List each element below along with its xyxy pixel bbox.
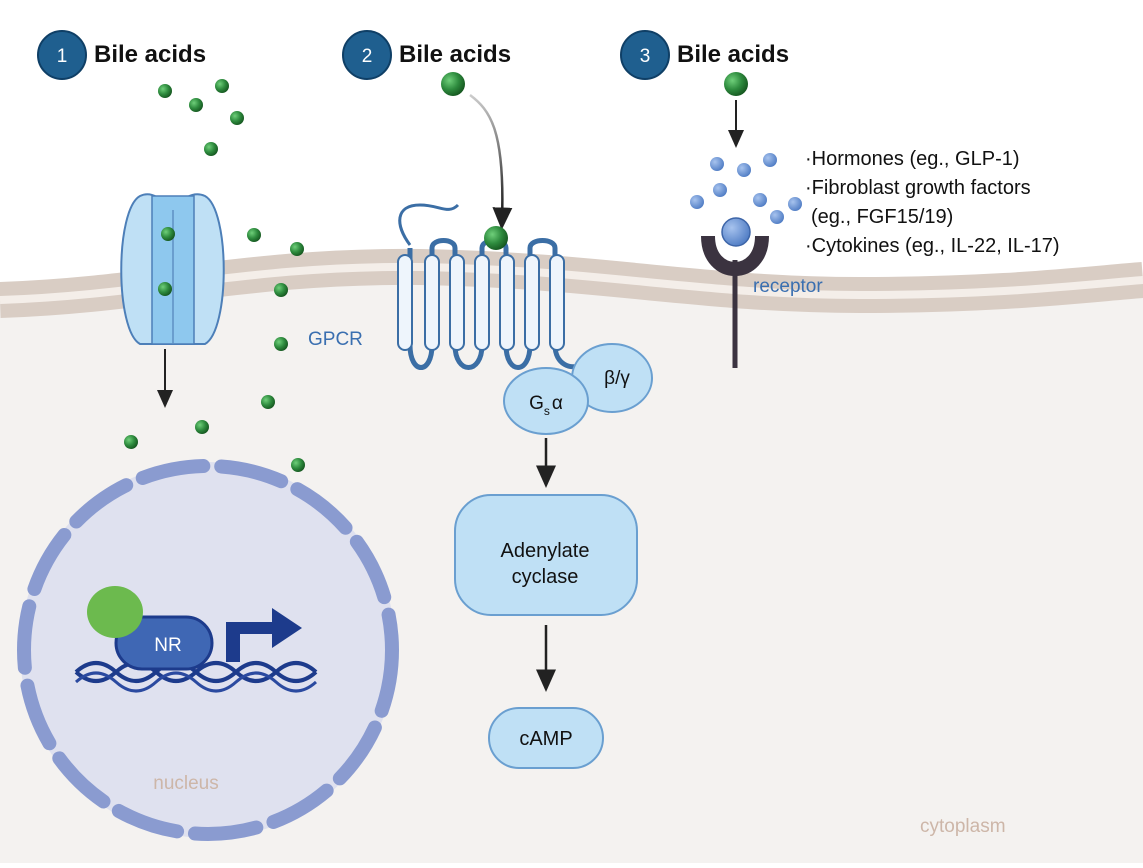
camp-label: cAMP [519,728,572,750]
step-badge-1 [37,30,87,80]
bile-acid-molecule [247,228,261,242]
g-protein-beta-gamma: β/γ [571,343,653,413]
secreted-factor-cluster [690,153,802,224]
bile-acid-molecule [291,458,305,472]
bile-acid-molecule [274,337,288,351]
transcription-arrow-icon [226,608,302,662]
pathway-title-2: Bile acids [399,41,511,68]
step-number-2: 2 [362,46,373,67]
factor-molecule [713,183,727,197]
receptor-ligand [721,217,751,247]
bile-acid-molecule [124,435,138,449]
bile-acid-molecule [261,395,275,409]
pathway-header-2: 2 Bile acids [342,30,511,80]
gs-main: G [529,393,544,414]
pathway-title-1: Bile acids [94,41,206,68]
beta-gamma-label: β/γ [604,368,630,389]
camp: cAMP [488,707,604,769]
adenylate-label-line2: cyclase [512,566,579,588]
factor-molecule [710,157,724,171]
bound-bile-acid [87,586,143,638]
nuclear-receptor [114,615,214,671]
factor-molecule [753,193,767,207]
factor-molecule [737,163,751,177]
bile-acid-molecule [158,84,172,98]
bile-acid-molecule [204,142,218,156]
step-badge-3 [620,30,670,80]
factor-list-line: (eg., FGF15/19) [811,206,953,228]
dna-helix [74,661,318,693]
pathway-title-3: Bile acids [677,41,789,68]
bile-acid-cluster [124,79,305,472]
bile-acid-molecule [158,282,172,296]
bile-acid-molecule [484,226,508,250]
step-number-1: 1 [57,46,68,67]
step-number-3: 3 [640,46,651,67]
gpcr-receptor [397,203,582,370]
bile-acid-molecule [274,283,288,297]
receptor-label: receptor [753,276,823,297]
bile-acid-molecule [290,242,304,256]
bile-acid-molecule [441,72,465,96]
gs-subscript: s [544,404,550,418]
bile-acid-molecule [230,111,244,125]
factor-list-line: ·Cytokines (eg., IL-22, IL-17) [805,235,1060,257]
factor-list-line: ·Fibroblast growth factors [805,177,1031,199]
gpcr-label: GPCR [308,329,363,350]
nuclear-receptor-label: NR [154,635,181,656]
factor-molecule [763,153,777,167]
factor-molecule [788,197,802,211]
nucleus: nucleus NR [17,459,399,841]
bile-acid-molecule [195,420,209,434]
arrow-bile-acid-to-gpcr [469,94,513,230]
adenylate-label-line1: Adenylate [501,540,590,562]
factor-molecule [690,195,704,209]
factor-list-line: ·Hormones (eg., GLP-1) [805,148,1020,170]
bile-acid-molecule [189,98,203,112]
adenylate-cyclase: Adenylate cyclase [454,494,638,616]
pathway-header-3: 3 Bile acids [620,30,789,80]
step-badge-2 [342,30,392,80]
bile-acid-molecule [724,72,748,96]
membrane-receptor [701,217,769,368]
cytoplasm-label: cytoplasm [920,816,1006,837]
nucleus-label: nucleus [153,773,219,794]
secreted-factor-list: ·Hormones (eg., GLP-1) ·Fibroblast growt… [805,148,1060,257]
membrane-channel [120,193,225,345]
factor-molecule [770,210,784,224]
bile-acid-molecule [161,227,175,241]
pathway-header-1: 1 Bile acids [37,30,206,80]
bile-acid-molecule [215,79,229,93]
gs-alpha: α [552,393,563,414]
